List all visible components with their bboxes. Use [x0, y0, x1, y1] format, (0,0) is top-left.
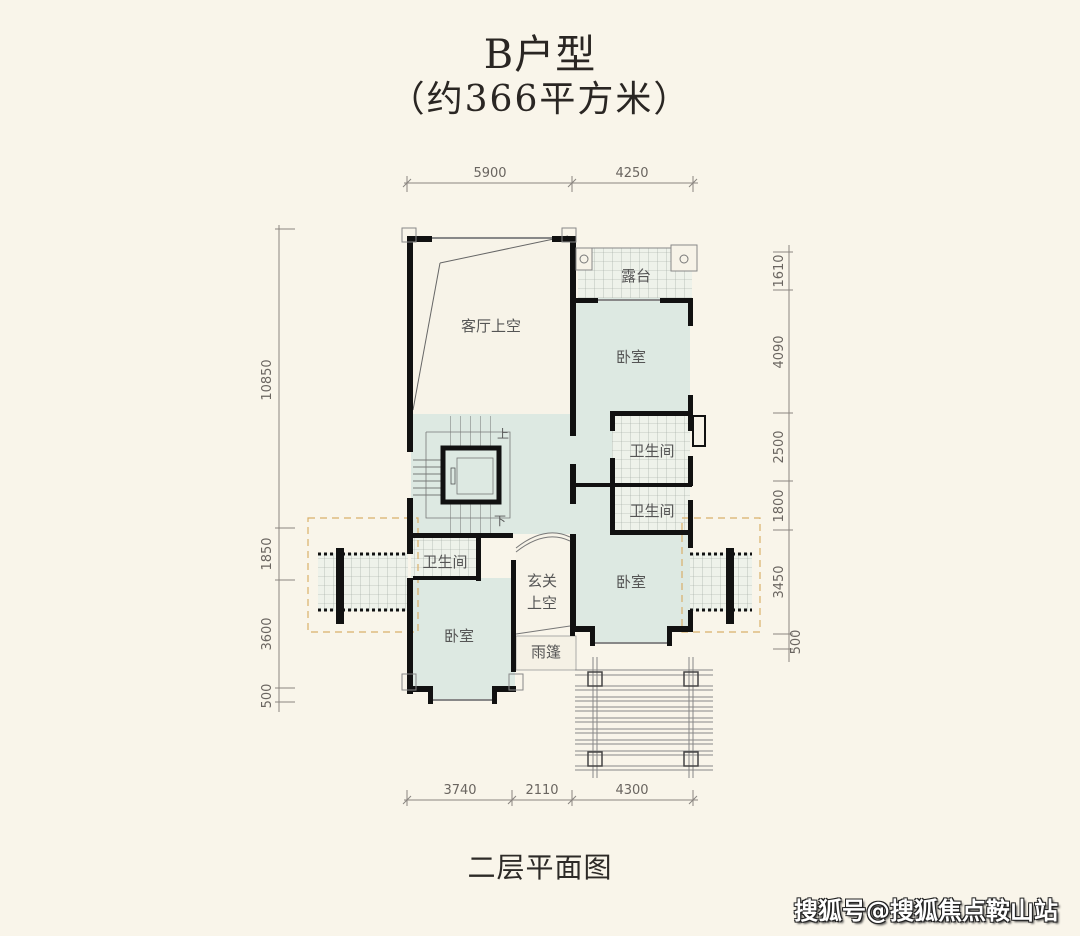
entry-void-label-1: 玄关	[527, 572, 557, 590]
dim-right-1: 1610	[772, 254, 787, 287]
unit-type-title: B户型	[483, 32, 597, 78]
bath-2-area	[612, 486, 690, 536]
dim-left-3: 3600	[260, 617, 275, 650]
bedroom-ne-label: 卧室	[616, 348, 646, 366]
room-labels: 客厅上空 露台 卧室 卫生间 卫生间 卧室 卫生间 卧室 玄关 上空 雨篷	[422, 267, 674, 661]
dim-right-2: 4090	[772, 335, 787, 368]
bedroom-ne-area	[572, 298, 690, 416]
dim-right-3: 2500	[772, 430, 787, 463]
dim-right-5: 3450	[772, 565, 787, 598]
bath-w-area	[411, 536, 479, 578]
bedroom-se-label: 卧室	[616, 573, 646, 591]
dimension-right: 1610 4090 2500 1800 3450 500	[772, 245, 804, 662]
living-void-label: 客厅上空	[461, 317, 521, 335]
living-room-void	[411, 236, 572, 414]
dim-top-1: 5900	[473, 166, 506, 181]
dim-bottom-3: 4300	[615, 783, 648, 798]
dim-bottom-2: 2110	[525, 783, 558, 798]
watermark: 搜狐号@搜狐焦点鞍山站	[794, 897, 1058, 925]
bedroom-sw-area	[411, 578, 515, 688]
pergola	[575, 657, 713, 778]
bedroom-se-area	[572, 534, 690, 630]
dimension-top: 5900 4250	[402, 166, 698, 192]
bath-2-label: 卫生间	[629, 502, 674, 520]
stair-up-label: 上	[497, 427, 509, 441]
dimension-left: 10850 1850 3600 500	[260, 225, 295, 712]
dim-right-6: 500	[789, 630, 804, 655]
west-balcony	[307, 517, 419, 633]
staircase: 上 下	[413, 416, 511, 534]
canopy-label: 雨篷	[531, 643, 561, 661]
east-balcony	[681, 517, 761, 633]
bedroom-sw-label: 卧室	[444, 627, 474, 645]
dim-left-1: 10850	[260, 359, 275, 400]
bath-w-label: 卫生间	[422, 553, 467, 571]
dim-left-2: 1850	[260, 537, 275, 570]
corridor	[572, 414, 612, 534]
terrace-label: 露台	[621, 267, 651, 285]
dim-left-4: 500	[260, 684, 275, 709]
entry-void	[516, 532, 570, 634]
dim-top-2: 4250	[615, 166, 648, 181]
elevator	[440, 445, 502, 505]
dim-bottom-1: 3740	[443, 783, 476, 798]
stair-down-label: 下	[494, 514, 506, 528]
canopy-area	[515, 635, 577, 671]
entry-void-label-2: 上空	[527, 594, 557, 612]
walls	[401, 227, 706, 704]
bath-1-area	[612, 414, 690, 484]
dim-right-4: 1800	[772, 489, 787, 522]
unit-area-subtitle: （约366平方米）	[388, 79, 692, 120]
bath-1-label: 卫生间	[629, 442, 674, 460]
plan-caption: 二层平面图	[467, 851, 613, 884]
dimension-bottom: 3740 2110 4300	[402, 783, 698, 806]
